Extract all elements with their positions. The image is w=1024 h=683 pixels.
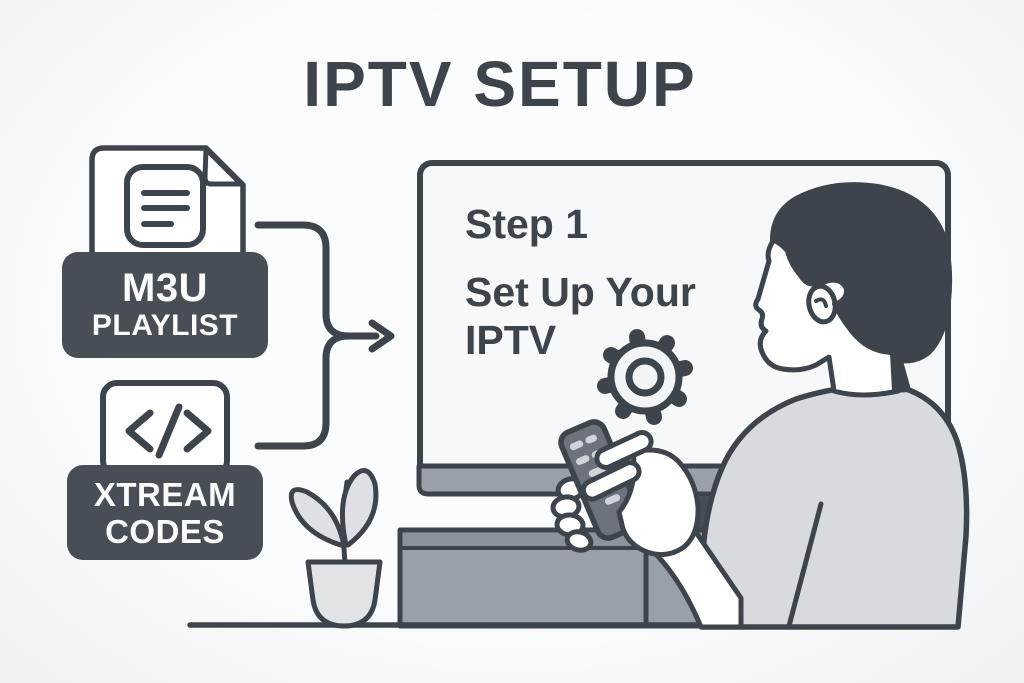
gear-icon (597, 329, 693, 425)
screen-subtitle-line1: Set Up Your (465, 269, 696, 315)
thumb (580, 460, 642, 502)
plant-pot (305, 559, 383, 629)
m3u-badge-line2: PLAYLIST (91, 309, 239, 342)
m3u-badge-line1: M3U (122, 266, 208, 310)
note-lines-icon (124, 164, 206, 248)
hair (770, 182, 953, 393)
hand-with-remote (550, 419, 701, 558)
page-title: IPTV SETUP (303, 48, 697, 120)
shirt-crease (786, 501, 824, 629)
screen-subtitle: Set Up Your IPTV (465, 268, 696, 364)
merge-arrow-icon (254, 221, 395, 450)
xtream-badge-line2: CODES (105, 512, 225, 550)
potted-plant (288, 468, 383, 629)
index-finger (594, 430, 654, 470)
code-icon (100, 380, 230, 478)
tv-stand-cabinet (397, 527, 721, 629)
screen-step-heading: Step 1 (465, 201, 589, 247)
remote-buttons (569, 434, 621, 505)
m3u-playlist-badge: M3U PLAYLIST (62, 252, 268, 358)
person-holding-remote (624, 182, 970, 630)
finger-tips (550, 476, 594, 553)
xtream-badge-line1: XTREAM (93, 475, 237, 513)
screen-subtitle-line2: IPTV (465, 317, 557, 363)
ear (806, 283, 838, 325)
xtream-codes-badge: XTREAM CODES (67, 465, 263, 560)
